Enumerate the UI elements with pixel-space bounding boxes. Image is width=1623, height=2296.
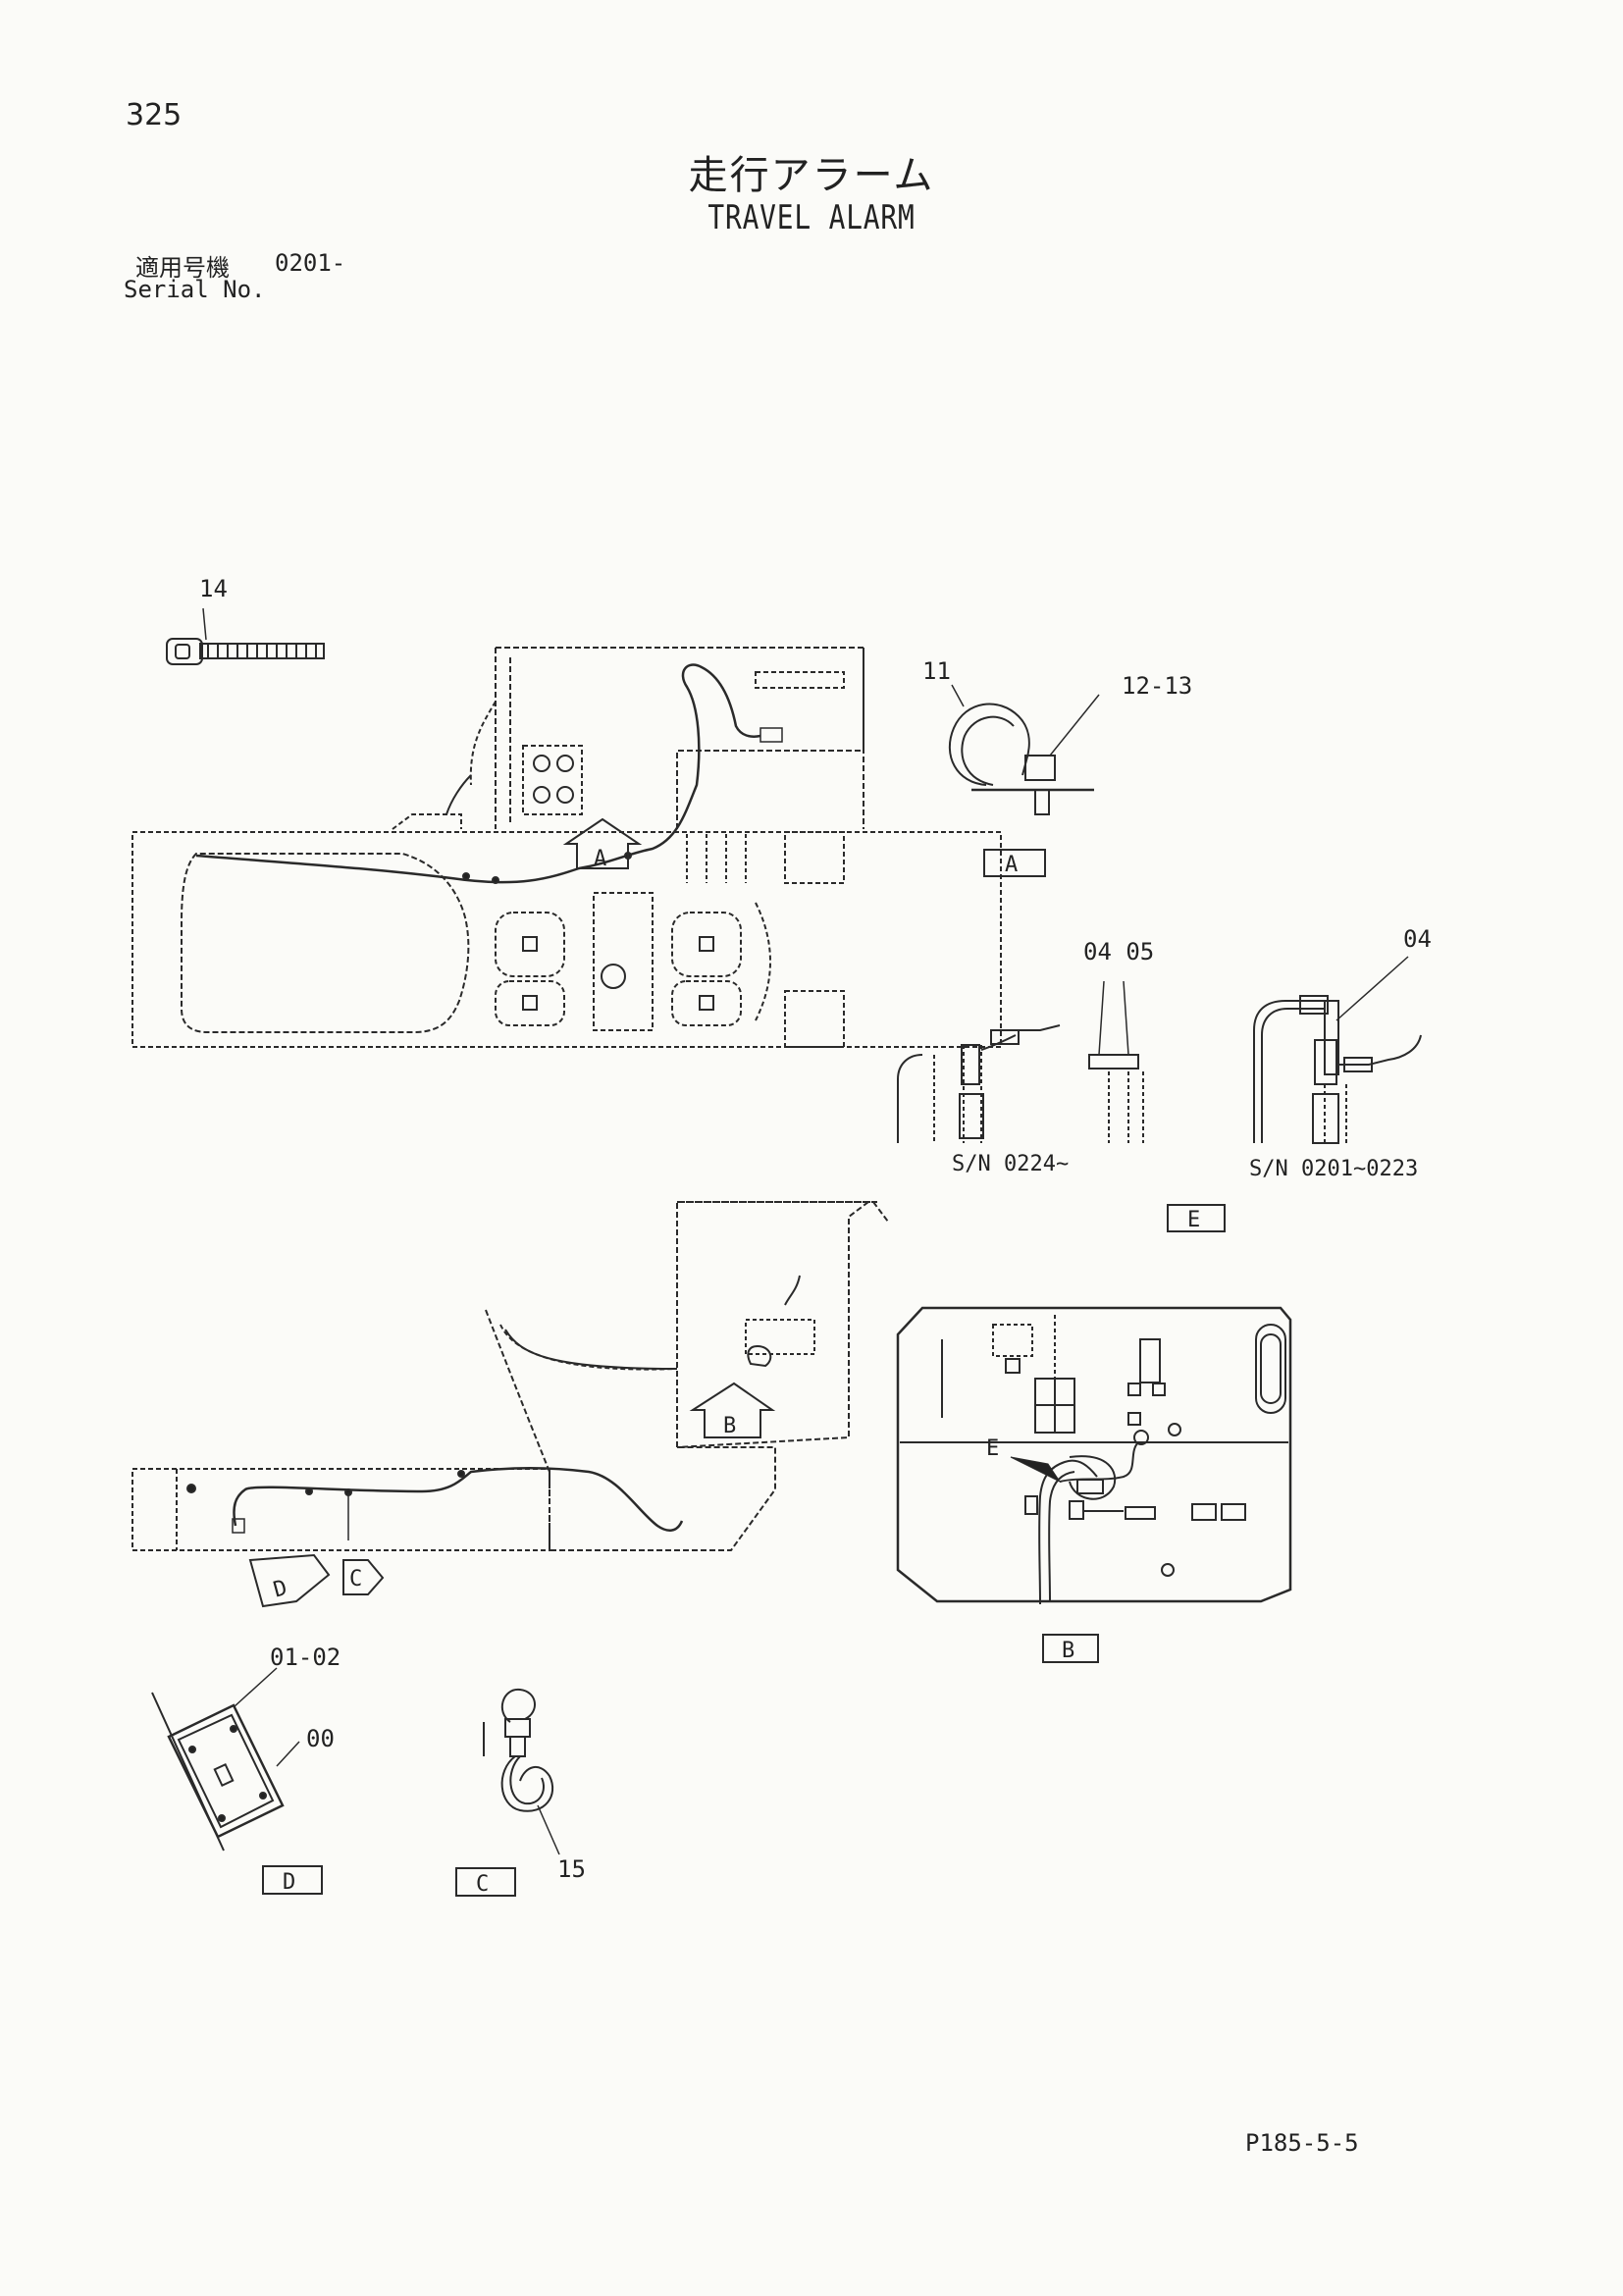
- view-c-caption: C: [476, 1872, 489, 1897]
- view-d-caption: D: [283, 1870, 295, 1895]
- label-part-01-02: 01-02: [270, 1644, 340, 1671]
- view-c-label-box: [455, 1867, 516, 1897]
- view-e-caption: E: [1187, 1208, 1200, 1232]
- label-part-04-05: 04 05: [1083, 938, 1154, 965]
- view-c-clip-detail: [483, 1688, 560, 1855]
- machine-side-view: [131, 1201, 889, 1608]
- view-e-new-serial-detail: [897, 980, 1144, 1143]
- view-d-alarm-unit: [151, 1667, 300, 1852]
- view-d-label-box: [262, 1865, 323, 1895]
- label-part-11: 11: [922, 657, 951, 685]
- label-part-15: 15: [557, 1855, 586, 1883]
- view-b-caption: B: [1062, 1639, 1074, 1663]
- view-a-label-box: [983, 849, 1046, 877]
- view-a-caption: A: [1005, 853, 1018, 877]
- serial-label-japanese: 適用号機: [135, 254, 230, 282]
- view-e-pointer-label: E: [986, 1436, 999, 1461]
- view-d-marker: D: [271, 1576, 289, 1603]
- title-english: TRAVEL ALARM: [707, 198, 916, 237]
- serial-range-old: S/N 0201~0223: [1249, 1157, 1418, 1181]
- view-b-cab-detail: [896, 1306, 1292, 1605]
- view-c-marker: C: [349, 1567, 362, 1592]
- upper-frame-top-view: [131, 647, 1002, 1048]
- label-part-14: 14: [199, 575, 228, 602]
- view-a-clamp-detail: [948, 684, 1100, 815]
- serial-value: 0201-: [275, 249, 346, 277]
- drawing-code: P185-5-5: [1245, 2129, 1359, 2157]
- label-part-12-13: 12-13: [1122, 672, 1192, 700]
- serial-range-new: S/N 0224~: [952, 1152, 1069, 1176]
- view-b-marker: B: [723, 1414, 736, 1438]
- view-b-label-box: [1042, 1634, 1099, 1663]
- serial-label-english: Serial No.: [124, 276, 266, 303]
- page-number: 325: [126, 98, 183, 132]
- title-japanese: 走行アラーム: [688, 153, 935, 198]
- cable-tie-part-14: [166, 607, 325, 665]
- view-e-label-box: [1167, 1204, 1226, 1232]
- label-part-00: 00: [306, 1725, 335, 1752]
- label-part-04: 04: [1403, 925, 1432, 953]
- view-a-marker: A: [594, 847, 606, 871]
- view-e-old-serial-detail: [1253, 956, 1422, 1144]
